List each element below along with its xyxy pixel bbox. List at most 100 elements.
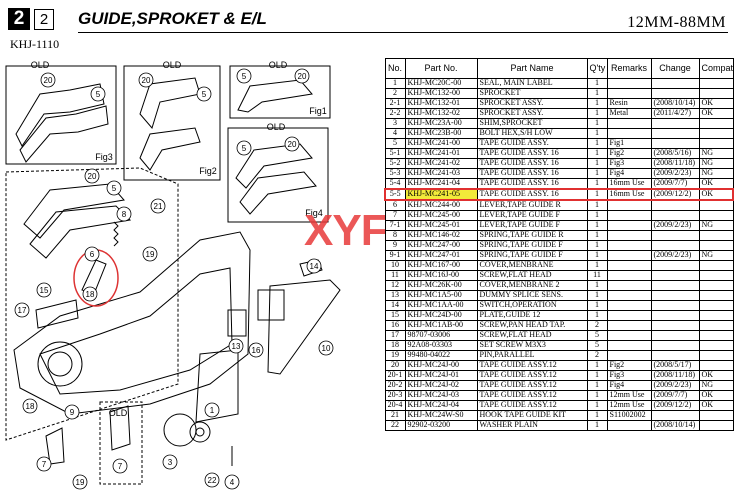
cell-remarks bbox=[606, 250, 652, 261]
cell-no: 19 bbox=[384, 350, 406, 361]
old-label-4: OLD bbox=[267, 122, 286, 132]
cell-change: (2011/4/27) bbox=[650, 108, 700, 119]
fig2-box bbox=[123, 65, 221, 181]
cell-part-no: KHJ-MC1AB-00 bbox=[404, 320, 478, 331]
page-title: GUIDE,SPROKET & E/L bbox=[78, 9, 267, 28]
cell-compati: OK bbox=[698, 400, 734, 411]
old-label-3: OLD bbox=[269, 60, 288, 70]
cell-compati bbox=[698, 88, 734, 99]
cell-qty: 1 bbox=[586, 260, 608, 271]
cell-compati: OK bbox=[698, 188, 734, 201]
cell-remarks bbox=[606, 320, 652, 331]
cell-remarks bbox=[606, 199, 652, 211]
cell-change bbox=[650, 138, 700, 149]
callout-number: 20 bbox=[44, 76, 53, 85]
cell-change: (2008/11/18) bbox=[650, 370, 700, 381]
callout-number: 5 bbox=[112, 184, 117, 193]
cell-compati bbox=[698, 138, 734, 149]
cell-part-no: KHJ-MC146-02 bbox=[404, 230, 478, 241]
cell-compati bbox=[698, 410, 734, 421]
fig2-guide-lower bbox=[139, 127, 201, 171]
cell-compati bbox=[698, 300, 734, 311]
fig3-guide-upper bbox=[15, 83, 105, 147]
cell-remarks bbox=[606, 330, 652, 341]
cell-qty: 1 bbox=[586, 360, 608, 371]
cell-compati: NG bbox=[698, 380, 734, 391]
cell-no: 16 bbox=[384, 320, 406, 331]
cell-part-no: 99480-04022 bbox=[404, 350, 478, 361]
cell-compati: NG bbox=[698, 250, 734, 261]
cell-part-no: KHJ-MC241-00 bbox=[404, 138, 478, 149]
cell-compati: OK bbox=[698, 370, 734, 381]
cell-qty: 1 bbox=[586, 88, 608, 99]
cell-change bbox=[650, 78, 700, 89]
callout-number: 6 bbox=[90, 250, 95, 259]
cell-part-no: KHJ-MC247-01 bbox=[404, 250, 478, 261]
cell-compati bbox=[698, 330, 734, 341]
col-header-change: Change bbox=[650, 58, 700, 79]
callout-number: 14 bbox=[310, 262, 319, 271]
cell-compati: NG bbox=[698, 148, 734, 159]
cell-no: 7-1 bbox=[384, 220, 406, 231]
col-header-part-no: Part No. bbox=[404, 58, 478, 79]
cell-compati: NG bbox=[698, 158, 734, 169]
cell-change bbox=[650, 320, 700, 331]
fig3-box bbox=[5, 65, 117, 165]
cell-change bbox=[650, 230, 700, 241]
cell-remarks bbox=[606, 340, 652, 351]
cell-part-no: 98707-03006 bbox=[404, 330, 478, 341]
cell-part-name: COVER,MENBRANE 2 bbox=[476, 280, 588, 291]
fig4-box bbox=[227, 127, 329, 223]
cell-part-no: KHJ-MC1A5-00 bbox=[404, 290, 478, 301]
cell-part-no: KHJ-MC20C-00 bbox=[404, 78, 478, 89]
cell-part-no: KHJ-MC24J-03 bbox=[404, 390, 478, 401]
cell-no: 8 bbox=[384, 230, 406, 241]
cell-remarks: S11002002 bbox=[606, 410, 652, 421]
cell-no: 5-4 bbox=[384, 178, 406, 190]
cell-part-no: KHJ-MC132-02 bbox=[404, 108, 478, 119]
cell-compati bbox=[698, 340, 734, 351]
cell-change: (2009/2/23) bbox=[650, 220, 700, 231]
cell-part-no: KHJ-MC245-00 bbox=[404, 210, 478, 221]
main-guide-upper bbox=[23, 183, 125, 239]
cell-part-name: TAPE GUIDE ASSY. 16 bbox=[476, 148, 588, 159]
panel-10 bbox=[195, 349, 239, 423]
cell-compati: OK bbox=[698, 178, 734, 190]
fig4-label: Fig4 bbox=[305, 208, 323, 218]
col-header-compati: Compati. bbox=[698, 58, 734, 79]
cell-compati bbox=[698, 118, 734, 129]
cell-part-name: SCREW,FLAT HEAD bbox=[476, 330, 588, 341]
guide-plate bbox=[35, 299, 79, 329]
cell-no: 2 bbox=[384, 88, 406, 99]
cell-no: 6 bbox=[384, 199, 406, 211]
cell-part-name: LEVER,TAPE GUIDE R bbox=[476, 199, 588, 211]
callout-number: 3 bbox=[168, 458, 173, 467]
cell-part-name: SPRING,TAPE GUIDE F bbox=[476, 240, 588, 251]
cell-part-name: TAPE GUIDE ASSY.12 bbox=[476, 370, 588, 381]
callout-number: 16 bbox=[252, 346, 261, 355]
header-rule bbox=[78, 32, 728, 33]
cell-part-name: TAPE GUIDE ASSY. 16 bbox=[476, 188, 588, 201]
cell-part-name: SPROCKET ASSY. bbox=[476, 108, 588, 119]
cell-part-name: TAPE GUIDE ASSY.12 bbox=[476, 400, 588, 411]
cell-remarks bbox=[606, 260, 652, 271]
old-label-1: OLD bbox=[31, 60, 50, 70]
callout-number: 20 bbox=[288, 140, 297, 149]
cell-no: 21 bbox=[384, 410, 406, 421]
cell-part-name: COVER,MENBRANE bbox=[476, 260, 588, 271]
cell-part-name: SHIM,SPROCKET bbox=[476, 118, 588, 129]
callout-number: 5 bbox=[202, 90, 207, 99]
cell-qty: 11 bbox=[586, 270, 608, 281]
cell-qty: 1 bbox=[586, 420, 608, 431]
cell-compati bbox=[698, 210, 734, 221]
cell-change: (2009/12/2) bbox=[650, 400, 700, 411]
